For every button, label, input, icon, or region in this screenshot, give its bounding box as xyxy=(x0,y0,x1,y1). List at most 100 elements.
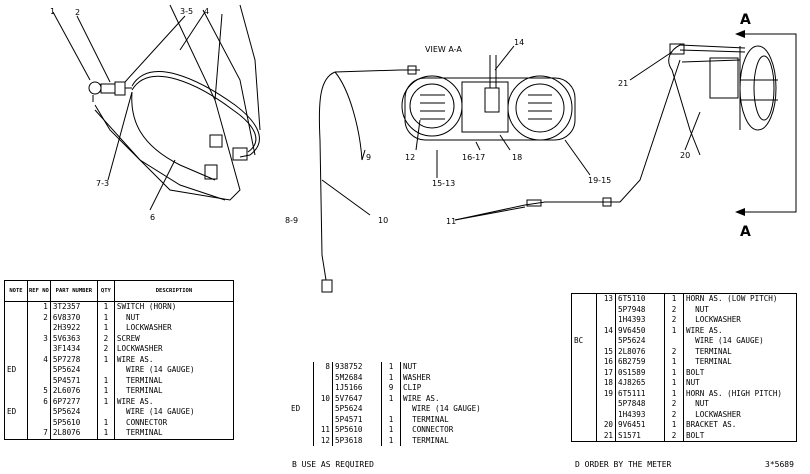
row-part-number: 2L6076 xyxy=(50,386,98,397)
row-qty: 1 xyxy=(97,428,115,439)
row-description: LOCKWASHER xyxy=(686,409,741,419)
row-ref: 5 xyxy=(27,386,51,397)
row-note xyxy=(4,417,28,428)
row-ref: 18 xyxy=(596,378,616,389)
callout-10: 10 xyxy=(378,216,388,225)
row-part-number: 5M2684 xyxy=(332,372,382,383)
footnote-b: B USE AS REQUIRED xyxy=(292,460,374,469)
row-qty: 1 xyxy=(381,425,401,436)
row-note xyxy=(289,393,314,404)
row-qty: 1 xyxy=(664,325,684,336)
horn-pair xyxy=(401,55,576,141)
row-ref xyxy=(27,344,51,355)
row-part-number: 1H4393 xyxy=(615,409,665,420)
row-description: WIRE AS. xyxy=(686,325,723,335)
connector-wire xyxy=(454,59,681,221)
row-qty: 1 xyxy=(381,414,401,425)
row-note xyxy=(571,325,597,336)
row-description: LOCKWASHER xyxy=(686,315,741,324)
row-ref: 12 xyxy=(313,435,333,446)
row-note: ED xyxy=(4,407,28,418)
row-note: BC xyxy=(571,336,597,347)
row-part-number: 5P5610 xyxy=(50,417,98,428)
row-ref xyxy=(313,372,333,383)
row-qty xyxy=(97,407,115,418)
row-note xyxy=(4,333,28,344)
row-qty: 2 xyxy=(664,315,684,326)
row-part-number: 2L8076 xyxy=(50,428,98,439)
row-description: NUT xyxy=(116,312,140,322)
header-note: NOTE xyxy=(4,280,28,302)
row-description: BRACKET AS. xyxy=(686,420,737,429)
row-description: SCREW xyxy=(116,333,140,343)
row-ref: 2 xyxy=(27,312,51,323)
drawing-number: 3*5689 xyxy=(765,460,794,469)
row-ref xyxy=(596,336,616,347)
row-qty: 2 xyxy=(664,409,684,420)
parts-table-1: NOTE REF NO PART NUMBER QTY DESCRIPTION … xyxy=(4,280,234,440)
row-note xyxy=(4,312,28,323)
row-ref: 4 xyxy=(27,354,51,365)
row-note xyxy=(571,399,597,410)
row-description: TERMINAL xyxy=(403,435,449,445)
row-note xyxy=(4,396,28,407)
callout-21: 21 xyxy=(618,79,628,88)
callout-12: 12 xyxy=(405,153,415,162)
callout-20: 20 xyxy=(680,151,690,160)
header-ref: REF NO xyxy=(27,280,51,302)
row-part-number: 5P5610 xyxy=(332,425,382,436)
row-qty: 2 xyxy=(664,304,684,315)
row-part-number: 5P5624 xyxy=(50,407,98,418)
row-description: LOCKWASHER xyxy=(116,323,172,332)
row-qty: 1 xyxy=(664,420,684,431)
header-qty: QTY xyxy=(97,280,115,302)
row-qty: 1 xyxy=(664,293,684,305)
row-note xyxy=(289,425,314,436)
section-marker-top: A xyxy=(740,12,751,28)
row-ref: 1 xyxy=(27,301,51,313)
row-part-number: 4J8265 xyxy=(615,378,665,389)
row-part-number: 6T5110 xyxy=(615,293,665,305)
row-ref xyxy=(596,399,616,410)
row-part-number: 2L8076 xyxy=(615,346,665,357)
row-part-number: 5P4571 xyxy=(332,414,382,425)
row-note xyxy=(571,293,597,305)
row-part-number: 3T2357 xyxy=(50,301,98,313)
row-qty: 1 xyxy=(97,323,115,334)
row-qty: 1 xyxy=(97,417,115,428)
row-description: WIRE AS. xyxy=(116,396,154,406)
row-qty: 1 xyxy=(664,378,684,389)
row-ref: 19 xyxy=(596,388,616,399)
row-description: WASHER xyxy=(403,372,431,382)
row-note xyxy=(4,354,28,365)
row-qty: 1 xyxy=(381,393,401,404)
row-description: NUT xyxy=(686,399,709,408)
table-row: ED 5P5624 WIRE (14 GAUGE) xyxy=(4,407,234,418)
row-qty: 2 xyxy=(664,399,684,410)
row-description: BOLT xyxy=(686,367,705,377)
header-part: PART NUMBER xyxy=(50,280,98,302)
row-ref xyxy=(27,375,51,386)
row-qty: 1 xyxy=(97,396,115,407)
row-part-number: 938752 xyxy=(332,362,382,373)
callout-16-17: 16-17 xyxy=(462,153,485,162)
callout-14: 14 xyxy=(514,38,524,47)
row-description: TERMINAL xyxy=(116,428,163,437)
row-qty: 1 xyxy=(381,435,401,446)
row-description: WIRE (14 GAUGE) xyxy=(116,407,195,416)
row-qty: 1 xyxy=(664,367,684,378)
